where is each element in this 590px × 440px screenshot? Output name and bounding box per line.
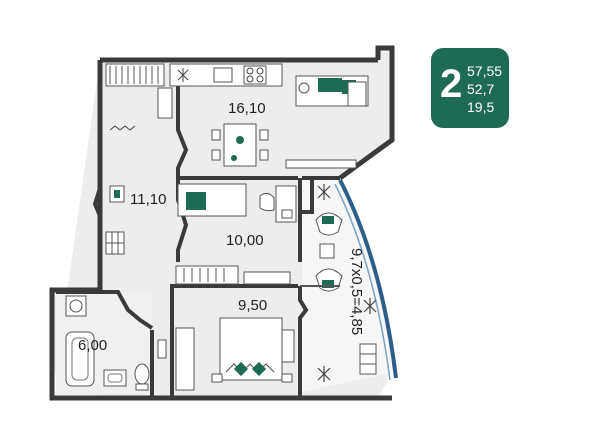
room-area-hallway: 11,10	[130, 191, 166, 208]
bed-icon	[177, 183, 247, 217]
apartment-summary-badge: 2 57,55 52,7 19,5	[431, 48, 509, 128]
exercise-bike-icon	[359, 343, 377, 375]
hallway-cabinet	[109, 185, 125, 203]
wardrobe-lines	[183, 268, 225, 282]
loggia-glazing	[338, 179, 398, 379]
chest-of-drawers	[243, 271, 291, 285]
kitchen-counter	[105, 63, 283, 87]
nightstand	[211, 373, 223, 383]
stove-icon	[246, 67, 264, 83]
total-area: 57,55	[467, 63, 503, 79]
room-area-loggia: 9,7x0,5=4,85	[348, 248, 365, 335]
wave-symbol	[109, 125, 136, 131]
nightstand-2	[281, 373, 293, 383]
sink-icon	[103, 369, 127, 387]
room-area-kitchen-living: 16,10	[228, 100, 266, 117]
washing-machine-icon	[65, 295, 87, 317]
snowflake-icon	[177, 68, 189, 82]
plant-icon	[317, 184, 377, 382]
armchair-icon	[347, 81, 367, 107]
radiator	[157, 87, 173, 119]
living-area: 52,7	[467, 81, 495, 97]
room-count: 2	[440, 62, 463, 106]
kitchen-area: 19,5	[467, 99, 495, 115]
coffee-table	[319, 243, 335, 259]
shoe-rack	[105, 231, 125, 255]
dining-table-icon	[211, 123, 269, 167]
room-area-bedroom-lower: 9,50	[238, 297, 267, 314]
desk-icon	[259, 185, 297, 223]
room-area-bathroom: 6,00	[78, 337, 107, 354]
loggia-glazing-inner	[334, 183, 391, 381]
interior-walls	[56, 70, 340, 398]
wardrobe-lower	[175, 327, 195, 391]
toilet-icon	[134, 363, 150, 391]
tv-shelf	[281, 329, 295, 363]
bed-icon-lower	[219, 317, 283, 381]
boiler	[157, 339, 167, 359]
tv-stand	[285, 159, 357, 169]
room-area-bedroom-upper: 10,00	[226, 232, 264, 249]
bathtub-icon	[65, 331, 95, 387]
wardrobe-upper	[175, 265, 239, 285]
